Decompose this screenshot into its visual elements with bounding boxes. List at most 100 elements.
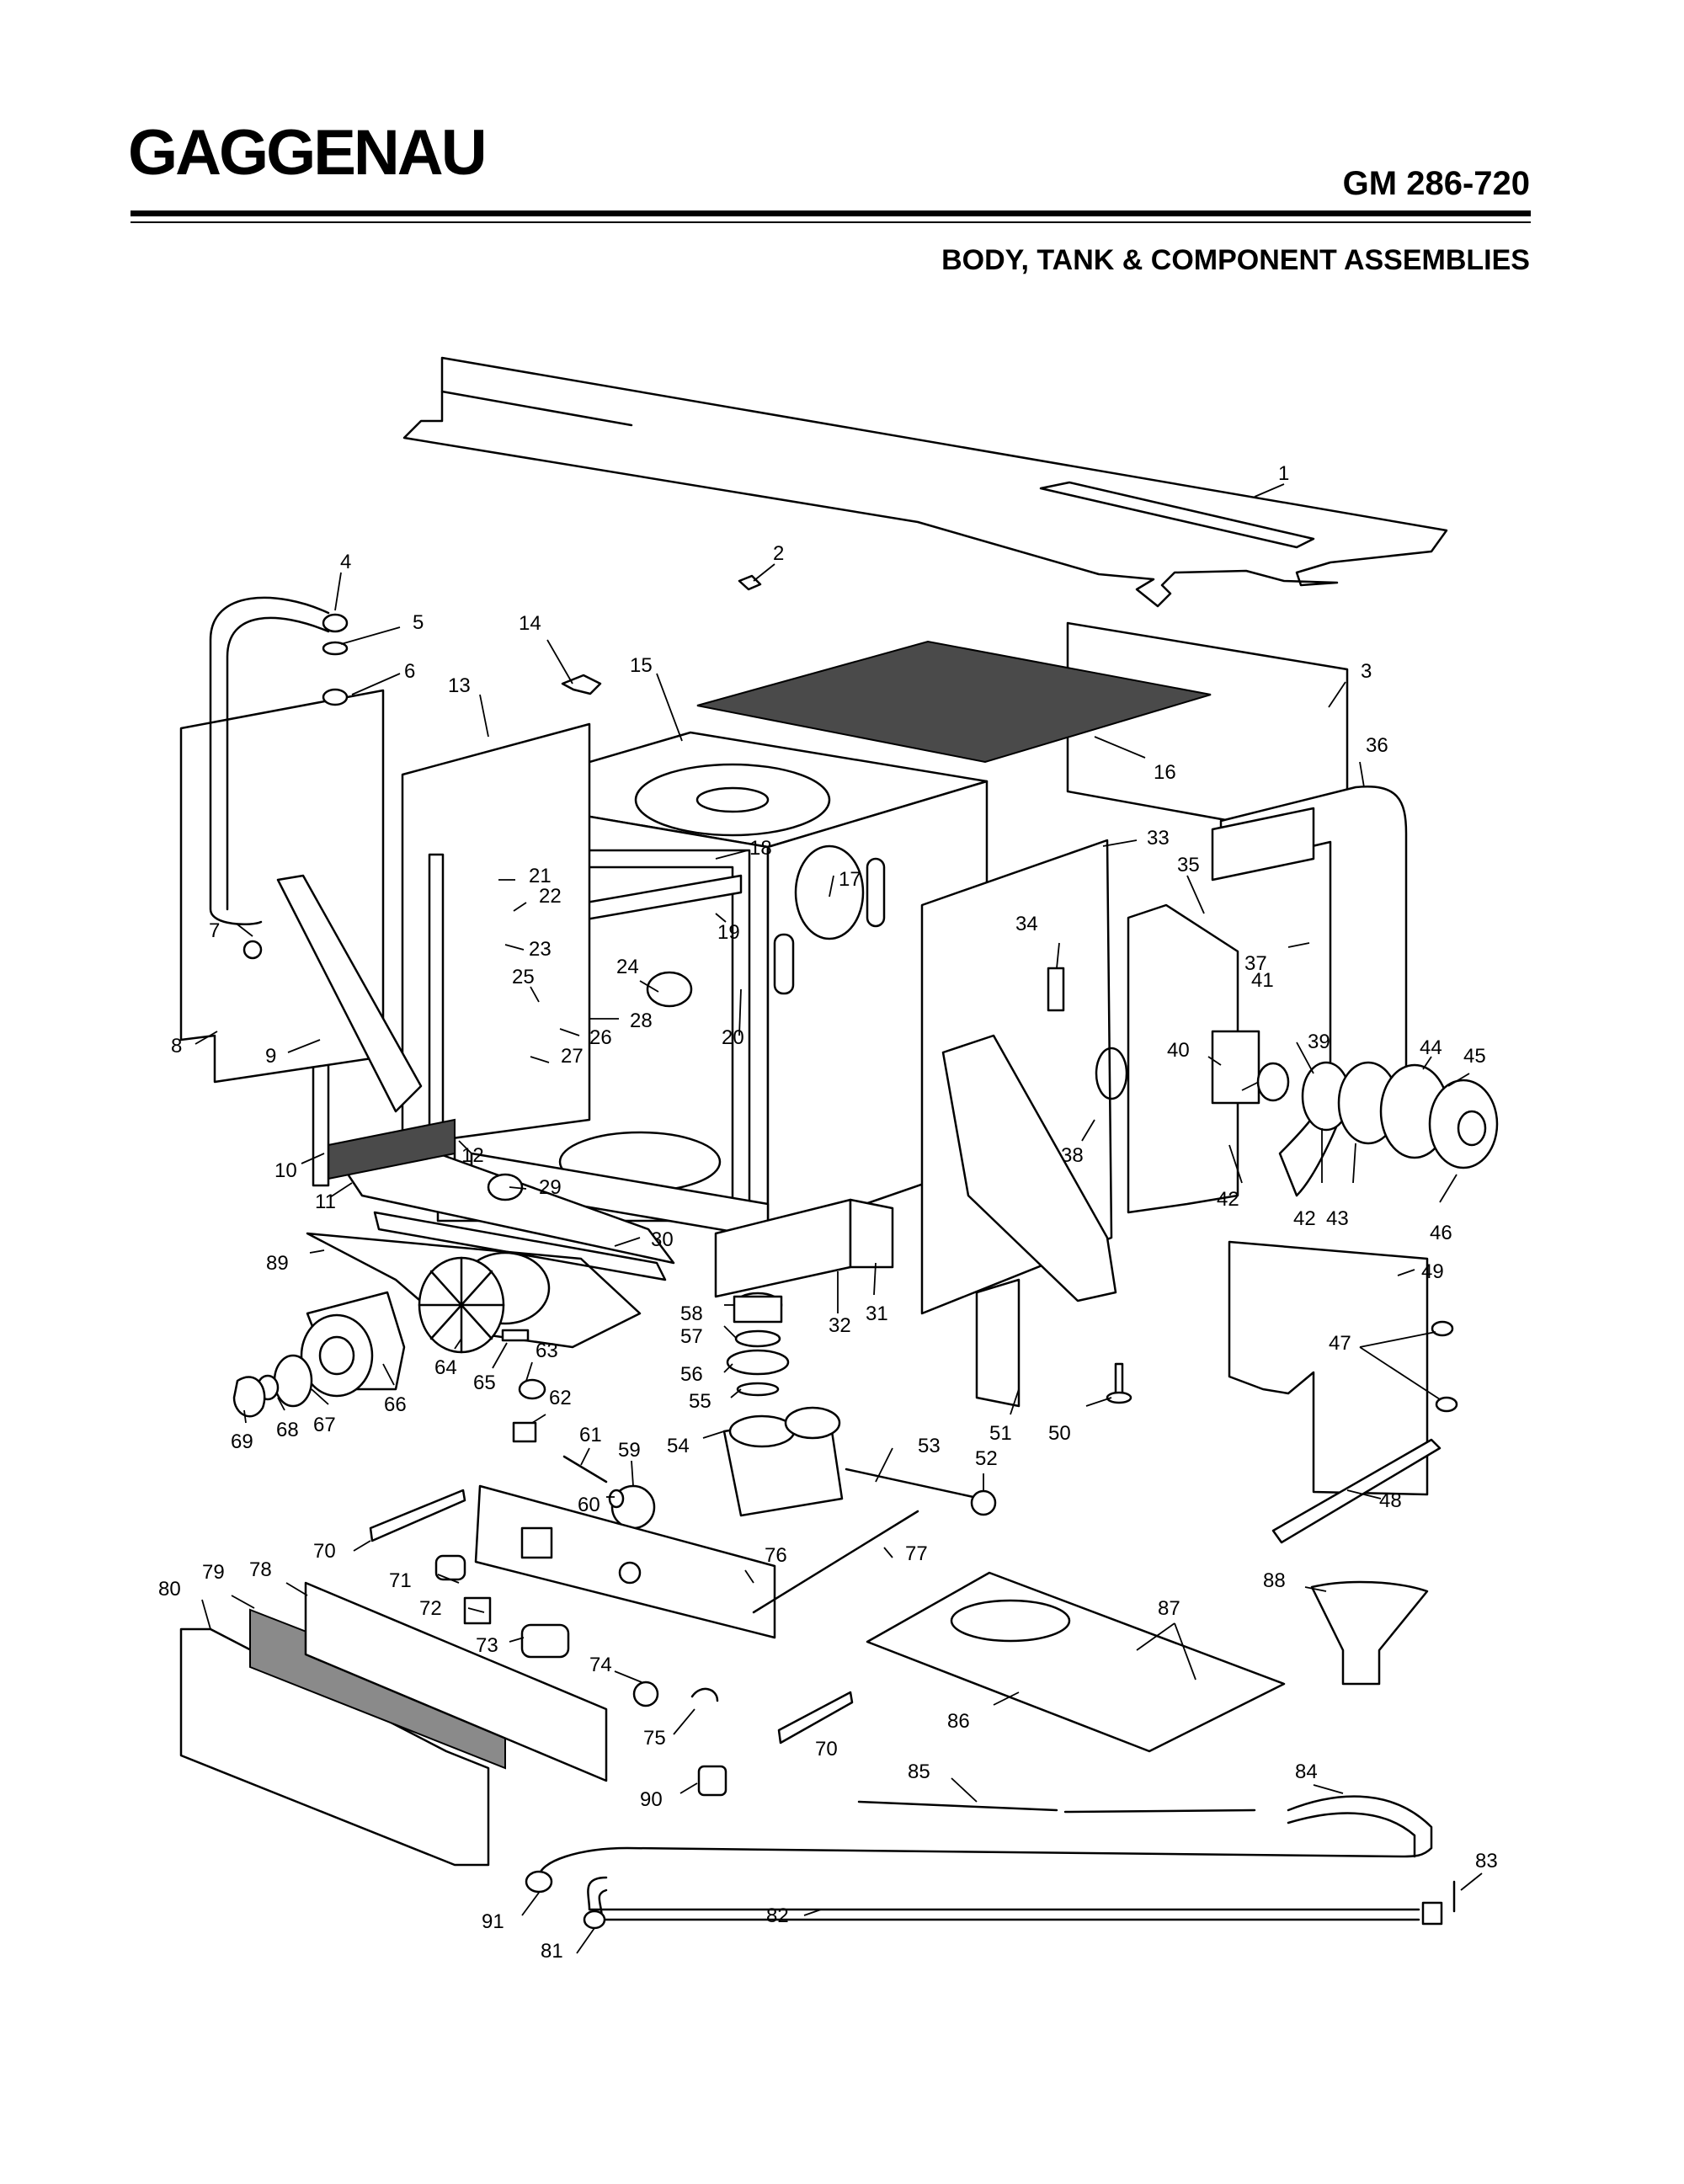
callout-91: 91 <box>482 1910 504 1933</box>
callout-59: 59 <box>618 1439 641 1462</box>
callout-62: 62 <box>549 1387 572 1409</box>
callout-86: 86 <box>947 1710 970 1733</box>
callout-51: 51 <box>989 1422 1012 1445</box>
callout-84: 84 <box>1295 1761 1318 1783</box>
callout-69: 69 <box>231 1430 253 1453</box>
callout-42b: 42 <box>1293 1207 1316 1230</box>
callout-61: 61 <box>579 1424 602 1446</box>
header-rule <box>131 210 1531 216</box>
callout-63: 63 <box>536 1340 558 1362</box>
callout-75: 75 <box>643 1727 666 1750</box>
callout-14: 14 <box>519 612 541 635</box>
callout-40: 40 <box>1167 1039 1190 1062</box>
callout-65: 65 <box>473 1372 496 1394</box>
callout-labels: 1 2 3 4 5 6 7 8 9 10 11 12 13 14 15 16 1… <box>158 462 1498 1963</box>
callout-42: 42 <box>1217 1188 1239 1211</box>
callout-58: 58 <box>680 1302 703 1325</box>
callout-83: 83 <box>1475 1850 1498 1872</box>
callout-28: 28 <box>630 1009 653 1032</box>
callout-72: 72 <box>419 1597 442 1620</box>
callout-4: 4 <box>340 551 351 573</box>
callout-3: 3 <box>1361 660 1372 683</box>
callout-26: 26 <box>589 1026 612 1049</box>
callout-15: 15 <box>630 654 653 677</box>
callout-34: 34 <box>1015 913 1038 935</box>
callout-55: 55 <box>689 1390 711 1413</box>
callout-87: 87 <box>1158 1597 1180 1620</box>
callout-1: 1 <box>1278 462 1289 485</box>
callout-13: 13 <box>448 674 471 697</box>
callout-85: 85 <box>908 1761 930 1783</box>
callout-71: 71 <box>389 1569 412 1592</box>
callout-8: 8 <box>171 1035 182 1057</box>
brand-logo: GAGGENAU <box>128 117 488 189</box>
callout-56: 56 <box>680 1363 703 1386</box>
callout-70: 70 <box>313 1540 336 1563</box>
callout-60: 60 <box>578 1494 600 1516</box>
callout-89: 89 <box>266 1252 289 1275</box>
callout-27: 27 <box>561 1045 584 1068</box>
callout-73: 73 <box>476 1634 498 1657</box>
callout-52: 52 <box>975 1447 998 1470</box>
callout-36: 36 <box>1366 734 1388 757</box>
callout-6: 6 <box>404 660 415 683</box>
callout-33: 33 <box>1147 827 1170 850</box>
callout-37: 37 <box>1244 952 1267 975</box>
callout-76: 76 <box>765 1544 787 1567</box>
callout-30: 30 <box>651 1228 674 1251</box>
part-drawings <box>179 356 1499 1930</box>
header-rule-thin <box>131 221 1531 223</box>
callout-43: 43 <box>1326 1207 1349 1230</box>
callout-23: 23 <box>529 938 552 961</box>
callout-32: 32 <box>829 1314 851 1337</box>
callout-48: 48 <box>1379 1489 1402 1512</box>
callout-67: 67 <box>313 1414 336 1436</box>
callout-18: 18 <box>749 837 772 860</box>
callout-90: 90 <box>640 1788 663 1811</box>
callout-19: 19 <box>717 921 740 944</box>
callout-78: 78 <box>249 1558 272 1581</box>
callout-17: 17 <box>839 868 861 891</box>
callout-25: 25 <box>512 966 535 988</box>
callout-82: 82 <box>766 1904 789 1927</box>
callout-66: 66 <box>384 1393 407 1416</box>
callout-81: 81 <box>541 1940 563 1963</box>
callout-74: 74 <box>589 1654 612 1676</box>
callout-10: 10 <box>274 1159 297 1182</box>
callout-80: 80 <box>158 1578 181 1601</box>
callout-2: 2 <box>773 542 784 565</box>
callout-68: 68 <box>276 1419 299 1441</box>
callout-24: 24 <box>616 956 639 978</box>
callout-29: 29 <box>539 1176 562 1199</box>
callout-45: 45 <box>1463 1045 1486 1068</box>
callout-12: 12 <box>461 1144 484 1167</box>
callout-47: 47 <box>1329 1332 1351 1355</box>
callout-9: 9 <box>265 1045 276 1068</box>
page-title: BODY, TANK & COMPONENT ASSEMBLIES <box>941 244 1530 276</box>
callout-77: 77 <box>905 1542 928 1565</box>
callout-49: 49 <box>1421 1260 1444 1283</box>
callout-79: 79 <box>202 1561 225 1584</box>
callout-54: 54 <box>667 1435 690 1457</box>
callout-35: 35 <box>1177 854 1200 876</box>
callout-41: 41 <box>1251 969 1274 992</box>
callout-88: 88 <box>1263 1569 1286 1592</box>
callout-44: 44 <box>1420 1036 1442 1059</box>
callout-11: 11 <box>315 1191 336 1213</box>
callout-64: 64 <box>434 1356 457 1379</box>
model-number: GM 286-720 <box>1342 165 1530 202</box>
callout-20: 20 <box>722 1026 744 1049</box>
callout-57: 57 <box>680 1325 703 1348</box>
callout-39: 39 <box>1308 1031 1330 1053</box>
callout-31: 31 <box>866 1302 888 1325</box>
callout-5: 5 <box>413 611 424 634</box>
callout-53: 53 <box>918 1435 941 1457</box>
callout-7: 7 <box>209 919 220 942</box>
callout-70b: 70 <box>815 1738 838 1761</box>
callout-38: 38 <box>1061 1144 1084 1167</box>
callout-21: 21 <box>529 865 552 887</box>
callout-50: 50 <box>1048 1422 1071 1445</box>
leader-lines <box>195 483 1483 1954</box>
callout-16: 16 <box>1154 761 1176 784</box>
